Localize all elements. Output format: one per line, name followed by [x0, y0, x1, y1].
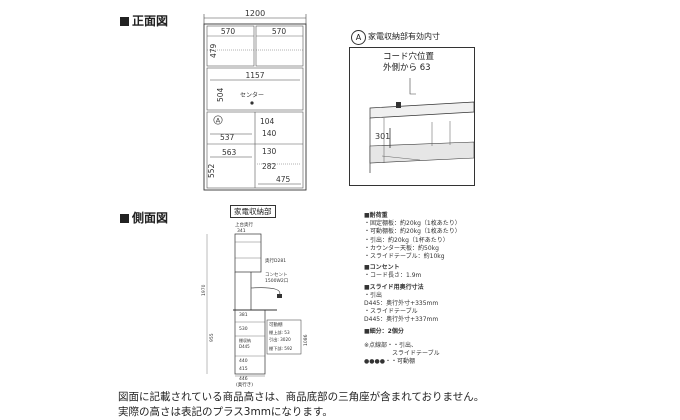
spec-notes: ■耐荷重 ・固定棚板：約20kg（1枚あたり） ・可動棚板：約20kg（1枚あた… [364, 212, 474, 366]
spec-group-load: ■耐荷重 ・固定棚板：約20kg（1枚あたり） ・可動棚板：約20kg（1枚あた… [364, 212, 461, 261]
deep-label: 奥行D281 [265, 257, 286, 264]
front-view-drawing: 1200 570 570 479 1157 504 センター A 104 537… [203, 9, 307, 191]
center-label: センター [240, 91, 264, 99]
dim-446: 446 [239, 376, 248, 382]
outlet-label-line2: 1500W2口 [265, 278, 288, 284]
outlet-label-line1: コンセント [265, 272, 288, 278]
dim-537: 537 [220, 133, 235, 142]
dim-415: 415 [239, 366, 248, 372]
top-depth-value: 341 [237, 228, 246, 234]
dim-130: 130 [262, 147, 277, 156]
dim-955: 955 [209, 333, 215, 342]
dim-282: 282 [262, 162, 277, 171]
cord-hole-icon [396, 102, 401, 108]
cord-hole-note: コード穴位置 外側から 63 [383, 52, 435, 73]
spec-group-count: ■細分：2個分 [364, 327, 404, 335]
dim-530: 530 [239, 326, 248, 332]
dim-440: 440 [239, 358, 248, 364]
detail-dim-301: 301 [375, 132, 390, 141]
dim-381: 381 [239, 312, 248, 318]
spec-legend: ※点線部・・引出、 スライドテーブル ●●●●・・可動棚 [364, 341, 440, 366]
spec-group-outlet: ■コンセント ・コード長さ：1.9m [364, 264, 422, 280]
dim-563: 563 [222, 148, 237, 157]
detail-a-box: コード穴位置 外側から 63 301 [349, 47, 475, 186]
detail-marker-a-icon: A [351, 30, 366, 45]
dim-552: 552 [207, 163, 216, 178]
dim-top-right: 570 [272, 27, 287, 36]
side-view-drawing: 上台奥行 341 奥行D281 コンセント 1500W2口 1970 955 1… [201, 221, 309, 382]
heading-square-icon [120, 214, 129, 223]
drawer-label-line1: 棚収納 [239, 337, 251, 343]
top-depth-label: 上台奥行 [235, 221, 253, 228]
drawer-label-line2: D445 [239, 344, 250, 349]
front-view-heading: 正面図 [120, 12, 168, 29]
spec-group-slide-depth: ■スライド用奥行寸法 ・引出 D445：奥行外寸+335mm ・スライドテーブル… [364, 283, 439, 324]
dim-counter-height: 504 [216, 87, 225, 102]
detail-title: 家電収納部有効内寸 [368, 32, 440, 41]
dim-104: 104 [260, 117, 275, 126]
svg-text:A: A [216, 117, 221, 125]
dim-140: 140 [262, 129, 277, 138]
plug-icon [277, 294, 282, 298]
appliance-storage-label: 家電収納部 [230, 205, 276, 218]
depth-note: (奥行き) [236, 383, 254, 388]
dim-height-total: 1970 [201, 284, 207, 296]
dim-counter-width: 1157 [245, 71, 264, 80]
shelf-line3: 棚下部: 592 [269, 345, 293, 352]
shelf-line1: 棚上部: 53 [269, 329, 290, 336]
footer-note: 図面に記載されている商品高さは、商品底部の三角座が含まれておりません。 実際の高… [118, 391, 485, 418]
detail-a-drawing: 301 [369, 78, 474, 173]
outlet-dot-icon [250, 101, 254, 105]
shelf-line2: 引出: 3020 [269, 336, 291, 343]
dim-475: 475 [276, 175, 291, 184]
marker-a-icon [213, 115, 223, 125]
dim-upper-height: 479 [209, 43, 218, 58]
heading-square-icon [120, 17, 129, 26]
dim-top-left: 570 [221, 27, 236, 36]
side-view-heading: 側面図 [120, 209, 168, 226]
dim-1086: 1086 [303, 334, 309, 346]
dim-total-width: 1200 [245, 9, 265, 18]
shelf-title: 可動棚 [269, 321, 283, 328]
